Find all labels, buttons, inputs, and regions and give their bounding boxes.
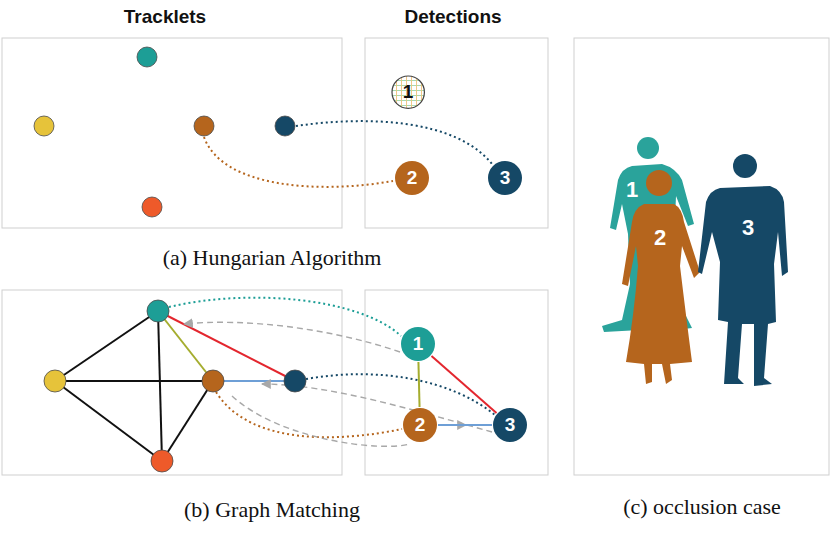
graph-edge — [55, 311, 158, 381]
detection-circle: 3 — [492, 407, 528, 443]
graph-edge — [55, 380, 213, 382]
tracklet-dot — [194, 116, 214, 136]
person-head — [646, 170, 672, 196]
assignment-line — [216, 392, 402, 437]
detection-circle: 1 — [391, 75, 425, 109]
graph-edge — [158, 311, 162, 461]
circle-outline — [392, 76, 424, 108]
tracklet-dot — [34, 116, 54, 136]
tracklet-panel — [2, 290, 342, 475]
tracklet-dot — [44, 370, 66, 392]
column-heading: Detections — [404, 6, 501, 28]
person-silhouette: 3 — [698, 152, 794, 388]
assignment-line — [306, 374, 495, 415]
assignment-line — [204, 137, 393, 187]
node-number: 2 — [654, 225, 666, 251]
person-shape — [698, 152, 794, 388]
assignment-line — [296, 121, 492, 164]
circle-outline — [395, 161, 429, 195]
occlusion-panel — [574, 38, 829, 475]
detection-circle: 2 — [394, 160, 430, 196]
graph-connector — [418, 362, 419, 407]
circle-outline — [488, 161, 522, 195]
subfigure-caption: (c) occlusion case — [623, 494, 781, 520]
detection-circle: 3 — [487, 160, 523, 196]
tracklet-dot — [137, 47, 157, 67]
assignment-line — [169, 298, 401, 336]
circle-outline — [401, 327, 435, 361]
detection-circle: 2 — [402, 407, 438, 443]
node-number: 1 — [413, 333, 424, 355]
circle-outline — [403, 408, 437, 442]
person-head — [733, 154, 757, 178]
detection-panel — [365, 38, 548, 228]
person-body — [698, 186, 788, 386]
node-number: 3 — [742, 215, 754, 241]
node-number: 2 — [407, 167, 418, 189]
matching-arrow — [232, 396, 410, 446]
node-number: 3 — [505, 414, 516, 436]
person-head — [637, 137, 659, 159]
tracklet-dot — [284, 370, 306, 392]
tracklet-dot — [142, 197, 162, 217]
graph-edge — [158, 311, 295, 381]
node-number: 2 — [415, 414, 426, 436]
subfigure-caption: (b) Graph Matching — [184, 497, 360, 523]
person-body — [622, 204, 700, 384]
node-number: 1 — [626, 177, 638, 203]
graph-edge — [55, 381, 162, 461]
graph-connector — [438, 424, 492, 426]
graph-edge — [213, 380, 295, 382]
tracklet-dot — [275, 116, 295, 136]
graph-connector — [432, 356, 497, 413]
graph-edge — [158, 311, 213, 381]
detection-panel — [365, 290, 548, 475]
matching-arrow — [184, 322, 400, 352]
subfigure-caption: (a) Hungarian Algorithm — [163, 245, 382, 271]
tracklet-panel — [2, 38, 342, 228]
circle-outline — [493, 408, 527, 442]
node-number: 1 — [403, 81, 414, 103]
detection-circle: 1 — [400, 326, 436, 362]
tracklet-dot — [147, 300, 169, 322]
tracklet-dot — [151, 450, 173, 472]
graph-edge — [162, 381, 213, 461]
column-heading: Tracklets — [124, 6, 206, 28]
node-number: 3 — [500, 167, 511, 189]
tracklet-dot — [202, 370, 224, 392]
